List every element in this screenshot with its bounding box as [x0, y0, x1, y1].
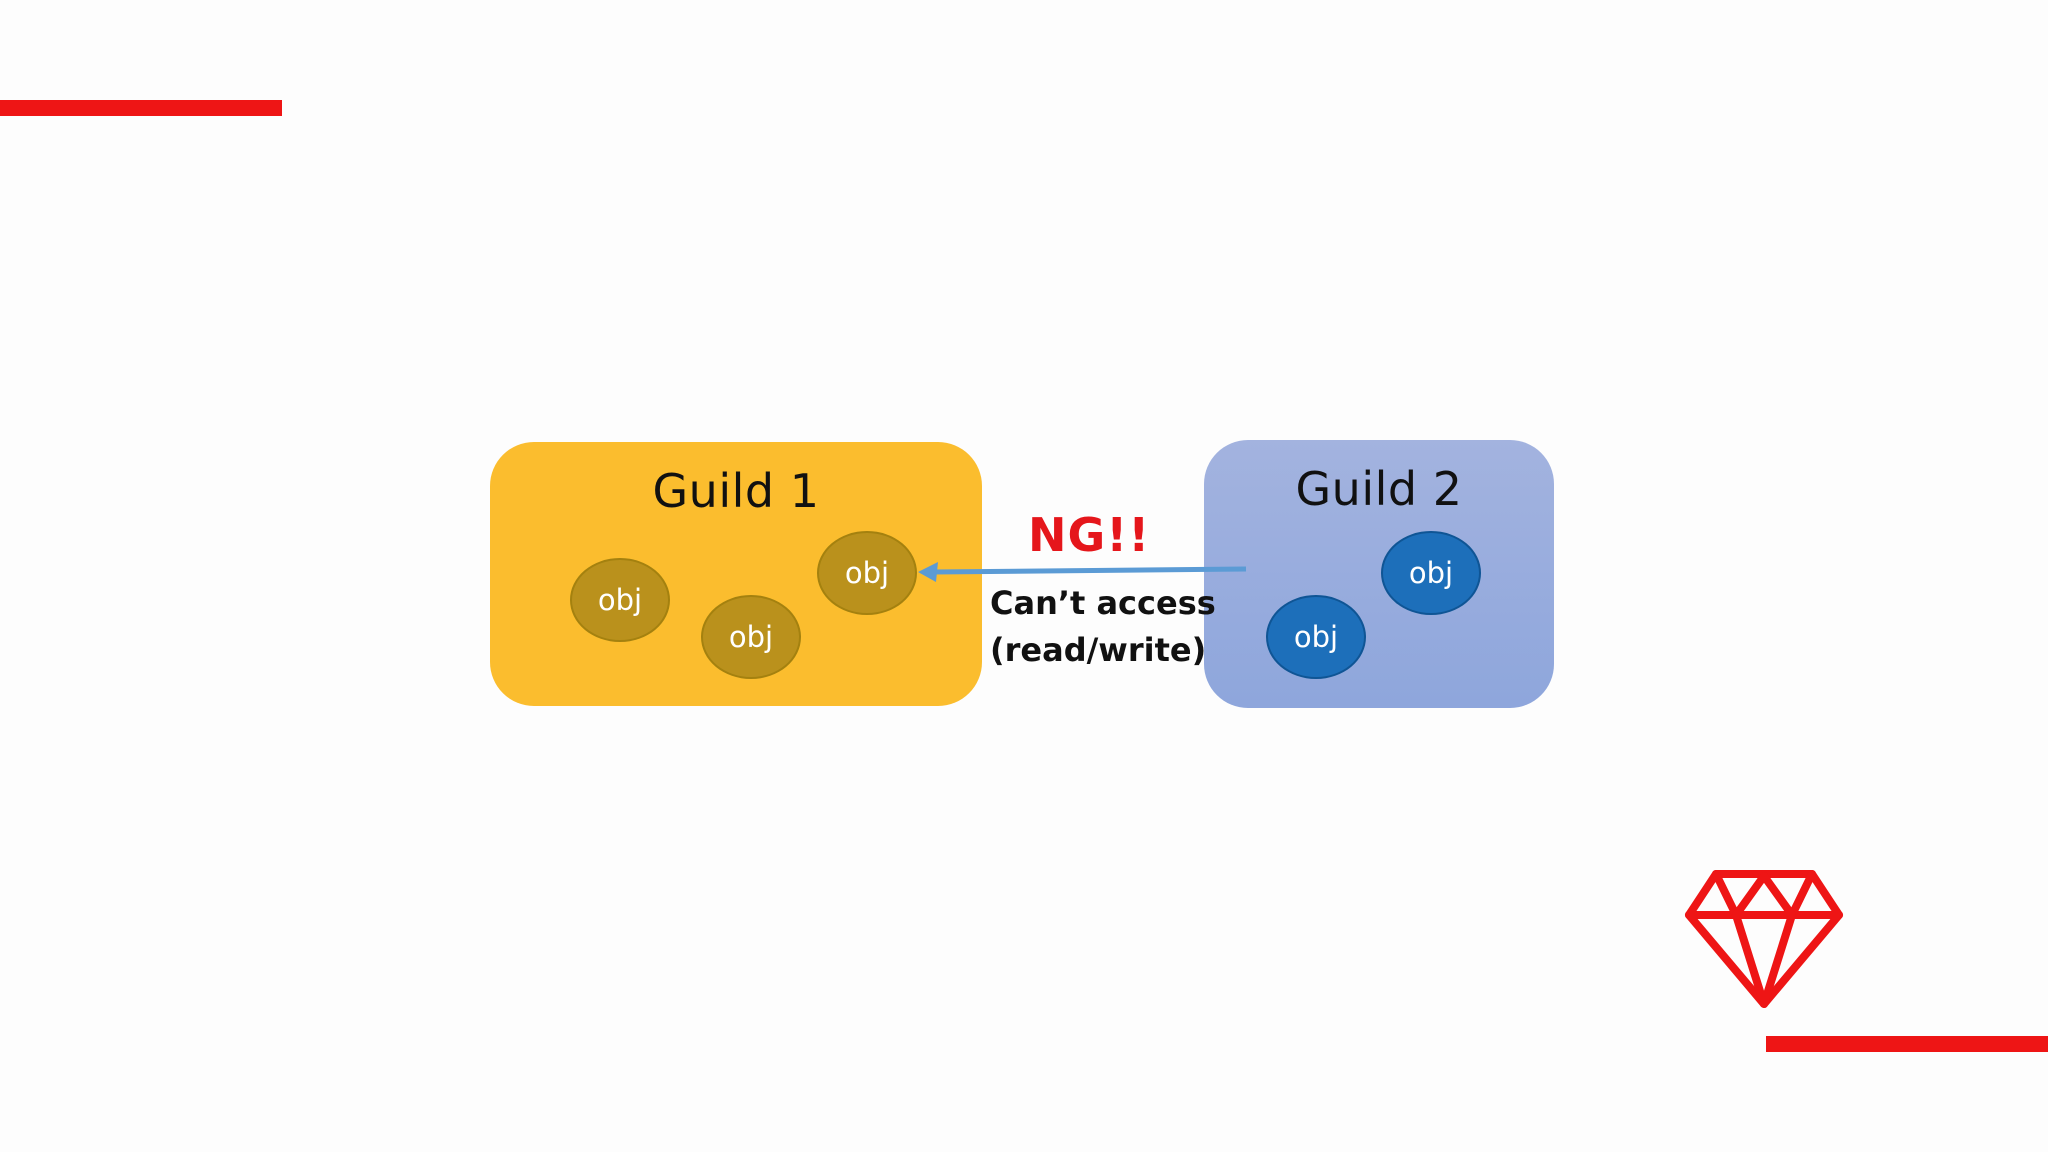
- guild-2-object: obj: [1266, 595, 1366, 679]
- guild-2-box: Guild 2: [1204, 440, 1554, 708]
- guild-1-title: Guild 1: [652, 464, 820, 518]
- guild-1-object: obj: [570, 558, 670, 642]
- access-note-line-2: (read/write): [990, 631, 1207, 669]
- arrow-shaft: [933, 566, 1247, 575]
- guild-2-title: Guild 2: [1295, 462, 1463, 516]
- arrow-head: [918, 562, 938, 582]
- ng-label: NG!!: [1028, 508, 1151, 562]
- bottom-accent-bar: [1766, 1036, 2048, 1052]
- top-accent-bar: [0, 100, 282, 116]
- guild-1-object: obj: [701, 595, 801, 679]
- guild-1-object: obj: [817, 531, 917, 615]
- ruby-gem-icon: [1685, 870, 1843, 1008]
- guild-2-object: obj: [1381, 531, 1481, 615]
- access-note-line-1: Can’t access: [990, 584, 1216, 622]
- access-note: Can’t access (read/write): [990, 580, 1216, 674]
